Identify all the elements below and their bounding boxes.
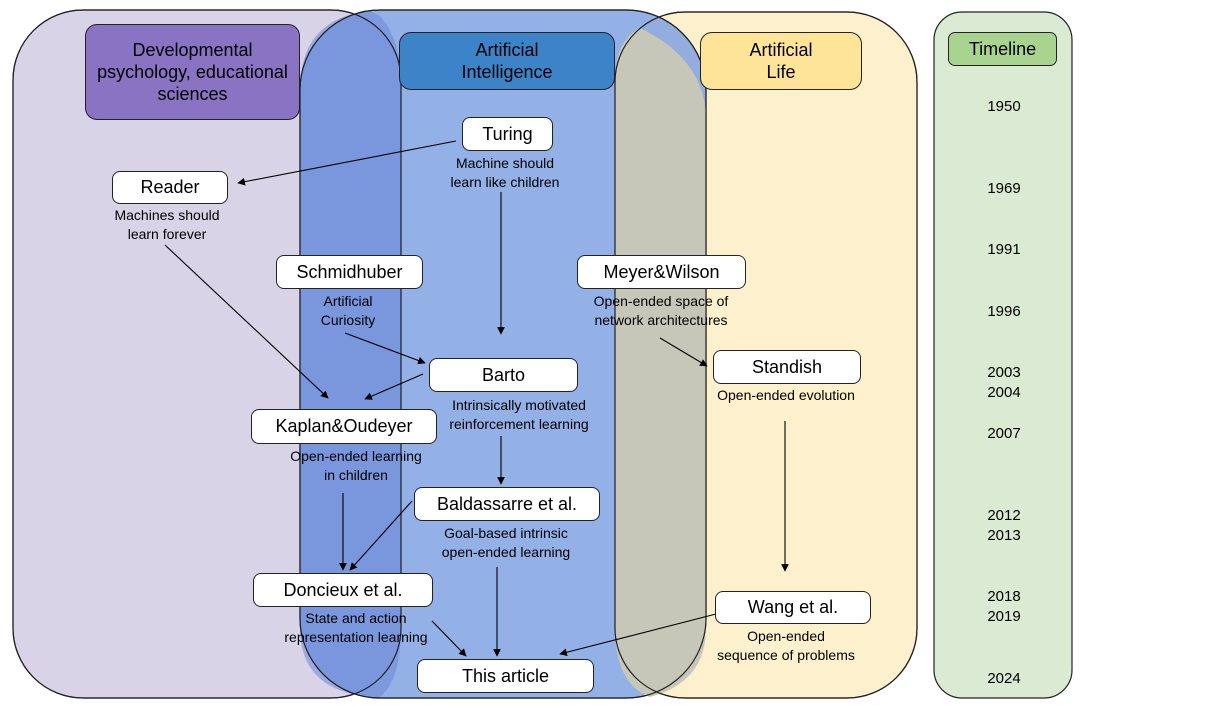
node-label: Barto: [481, 364, 526, 385]
node-wang: Wang et al.: [715, 591, 871, 624]
desc-line: Machines should: [114, 207, 220, 223]
ai-header: Artificial Intelligence: [399, 32, 615, 90]
desc-line: State and action: [305, 610, 407, 626]
timeline-year: 2013: [987, 527, 1021, 544]
node-label: This article: [461, 665, 550, 686]
arrow-doncieux-article: [431, 620, 467, 657]
node-standish: Standish: [713, 350, 861, 384]
arrow-schmidhuber-barto: [344, 332, 426, 365]
developmental-header: Developmental psychology, educational sc…: [85, 24, 300, 120]
desc-line: learn like children: [450, 174, 560, 190]
node-meyer-wilson-desc: Open-ended space of network architecture…: [572, 292, 750, 330]
node-reader-desc: Machines should learn forever: [92, 206, 242, 244]
node-kaplan-oudeyer: Kaplan&Oudeyer: [251, 409, 437, 444]
node-turing-desc: Machine should learn like children: [420, 154, 590, 192]
desc-line: sequence of problems: [717, 647, 855, 663]
node-label: Meyer&Wilson: [603, 261, 720, 282]
desc-line: Intrinsically motivated: [452, 397, 586, 413]
node-label: Kaplan&Oudeyer: [275, 416, 413, 436]
node-baldassarre-desc: Goal-based intrinsic open-ended learning: [420, 524, 592, 562]
desc-line: reinforcement learning: [449, 416, 589, 432]
timeline-year: 1996: [987, 303, 1021, 320]
node-label: Turing: [482, 123, 533, 144]
desc-line: in children: [324, 467, 388, 483]
timeline-year: 2007: [987, 425, 1021, 442]
node-standish-desc: Open-ended evolution: [702, 386, 870, 405]
arrow-baldassarre-doncieux: [349, 500, 413, 571]
node-turing: Turing: [462, 117, 553, 151]
node-doncieux-desc: State and action representation learning: [270, 609, 442, 647]
node-barto-desc: Intrinsically motivated reinforcement le…: [430, 396, 608, 434]
desc-line: open-ended learning: [441, 544, 571, 560]
node-barto: Barto: [429, 358, 578, 392]
desc-line: Artificial: [323, 293, 373, 309]
desc-line: representation learning: [284, 629, 428, 645]
developmental-title: Developmental psychology, educational sc…: [97, 40, 288, 104]
node-schmidhuber-desc: Artificial Curiosity: [296, 292, 400, 330]
arrow-reader-kaplan: [164, 244, 329, 399]
timeline-year: 2012: [987, 507, 1021, 524]
timeline-header: Timeline: [948, 32, 1057, 66]
node-kaplan-oudeyer-desc: Open-ended learning in children: [270, 447, 442, 485]
node-baldassarre: Baldassarre et al.: [414, 487, 600, 521]
desc-line: learn forever: [127, 226, 207, 242]
timeline-year: 2004: [987, 384, 1021, 401]
alife-title: Artificial Life: [749, 40, 813, 82]
node-doncieux: Doncieux et al.: [253, 573, 433, 607]
timeline-year: 2003: [987, 364, 1021, 381]
node-label: Reader: [140, 177, 200, 197]
node-label: Doncieux et al.: [283, 579, 403, 600]
desc-line: Open-ended evolution: [717, 387, 855, 403]
timeline-year: 1969: [987, 180, 1021, 197]
node-label: Schmidhuber: [296, 261, 403, 282]
node-meyer-wilson: Meyer&Wilson: [577, 255, 746, 289]
node-label: Baldassarre et al.: [436, 493, 578, 514]
node-wang-desc: Open-ended sequence of problems: [700, 627, 872, 665]
node-this-article: This article: [417, 659, 594, 693]
timeline-year: 1991: [987, 241, 1021, 258]
node-schmidhuber: Schmidhuber: [276, 255, 423, 289]
timeline-title: Timeline: [968, 39, 1037, 59]
desc-line: Goal-based intrinsic: [444, 525, 568, 541]
node-reader: Reader: [112, 171, 228, 204]
timeline-year: 2024: [987, 670, 1021, 687]
desc-line: Open-ended: [747, 628, 825, 644]
desc-line: Machine should: [455, 155, 555, 171]
desc-line: Curiosity: [320, 312, 376, 328]
ai-developmental-overlap: [300, 11, 401, 697]
timeline-year: 2018: [987, 588, 1021, 605]
desc-line: network architectures: [594, 312, 728, 328]
arrow-meyer-standish: [659, 337, 708, 367]
timeline-year: 1950: [987, 98, 1021, 115]
timeline-year: 2019: [987, 608, 1021, 625]
ai-alife-overlap: [615, 28, 706, 697]
node-label: Wang et al.: [747, 597, 839, 617]
desc-line: Open-ended learning: [290, 448, 422, 464]
alife-header: Artificial Life: [700, 32, 862, 90]
arrow-barto-kaplan: [364, 373, 424, 400]
timeline-region: [933, 11, 1073, 699]
arrow-turing-reader: [237, 140, 457, 186]
node-label: Standish: [751, 356, 823, 377]
ai-title: Artificial Intelligence: [461, 40, 553, 82]
arrow-wang-article: [559, 613, 717, 657]
desc-line: Open-ended space of: [593, 293, 729, 309]
